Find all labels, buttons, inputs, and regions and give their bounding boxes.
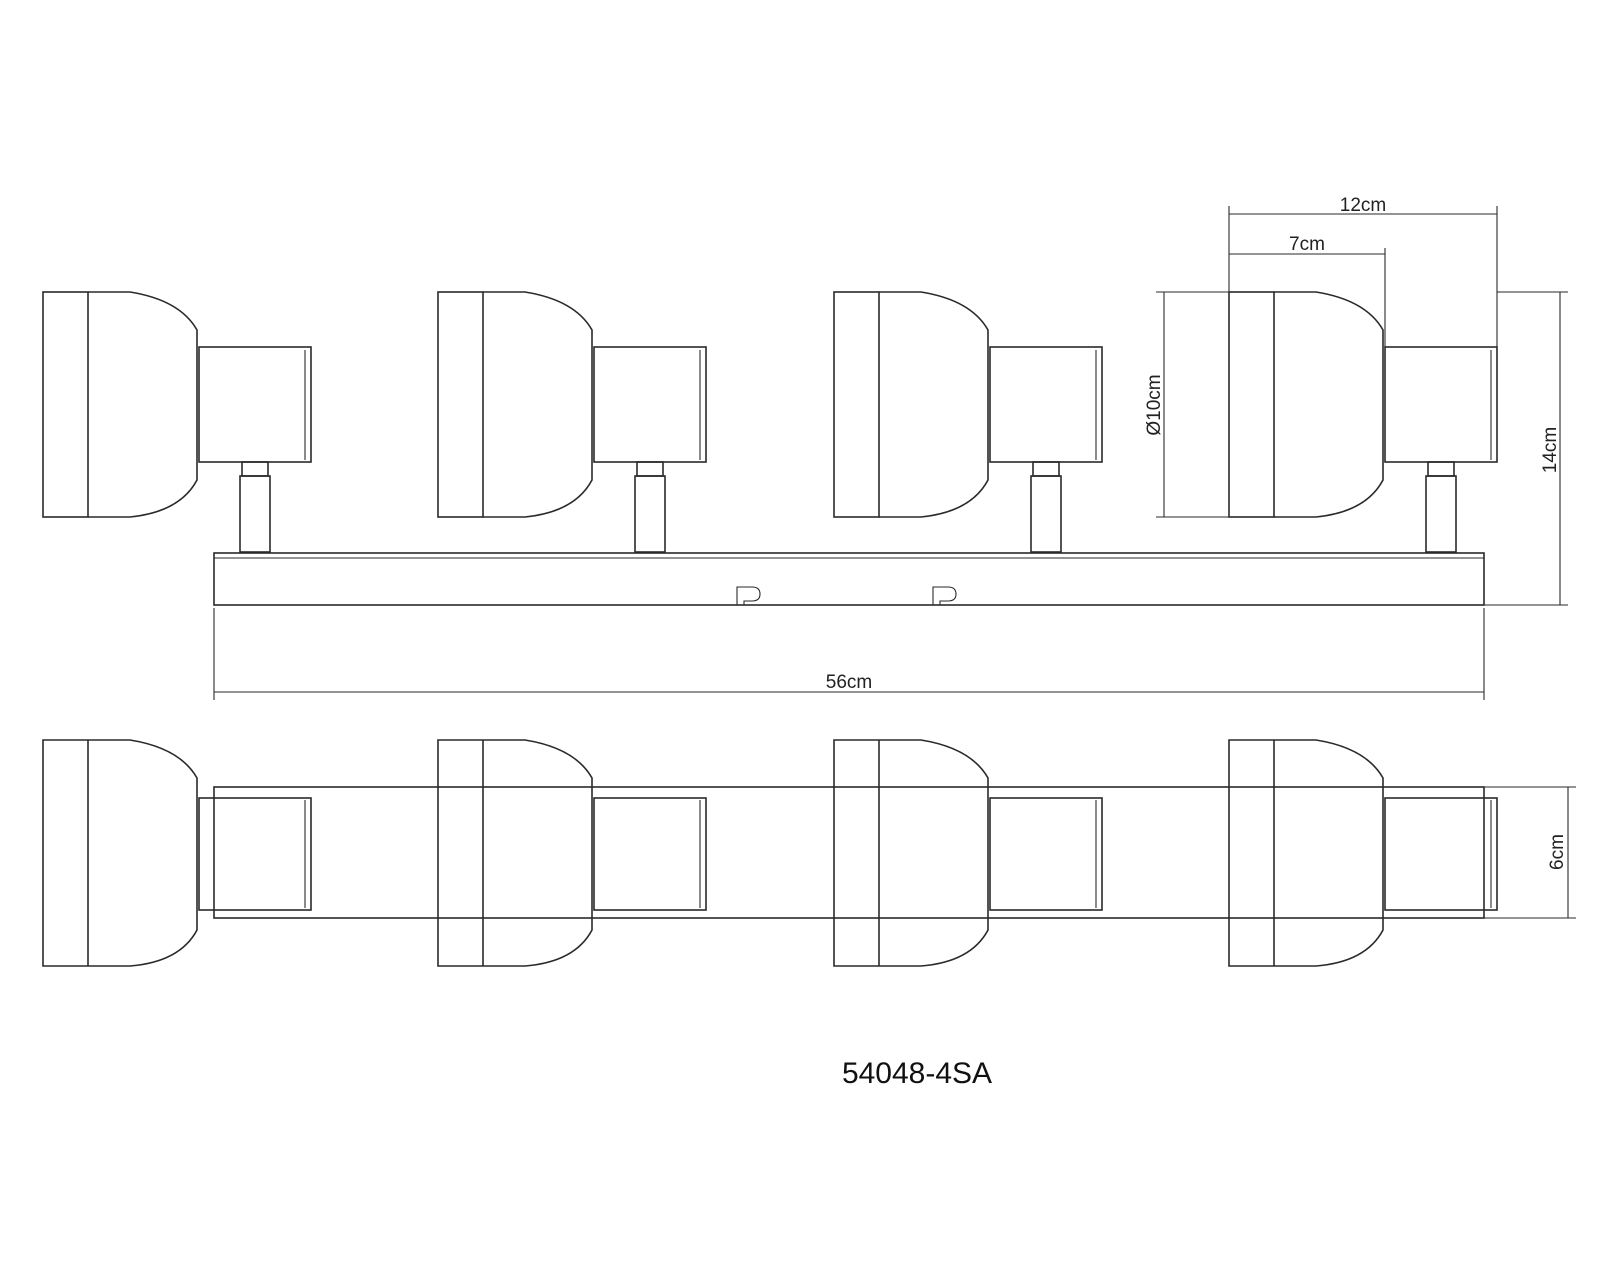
keyhole-slot <box>932 586 957 605</box>
top-view <box>42 739 1498 967</box>
spotlight-top-2 <box>437 739 707 967</box>
dim-label-6cm: 6cm <box>1547 834 1568 870</box>
dim-label-diameter: Ø10cm <box>1144 374 1165 435</box>
mounting-plate <box>213 786 1485 919</box>
spotlight-4 <box>1228 291 1498 553</box>
spotlight-top-3 <box>833 739 1103 967</box>
dim-label-12cm: 12cm <box>1340 195 1386 216</box>
dim-label-56cm: 56cm <box>826 672 872 693</box>
dim-label-14cm: 14cm <box>1540 427 1561 473</box>
base-rail <box>213 552 1485 606</box>
spotlight-2 <box>437 291 707 553</box>
spotlight-top-1 <box>42 739 312 967</box>
spotlight-3 <box>833 291 1103 553</box>
model-number: 54048-4SA <box>842 1057 992 1090</box>
dimension-lines <box>213 206 1576 919</box>
keyhole-slot <box>736 586 761 605</box>
spotlight-top-4 <box>1228 739 1498 967</box>
dim-label-7cm: 7cm <box>1289 234 1325 255</box>
front-view <box>42 291 1498 606</box>
spotlight-1 <box>42 291 312 553</box>
